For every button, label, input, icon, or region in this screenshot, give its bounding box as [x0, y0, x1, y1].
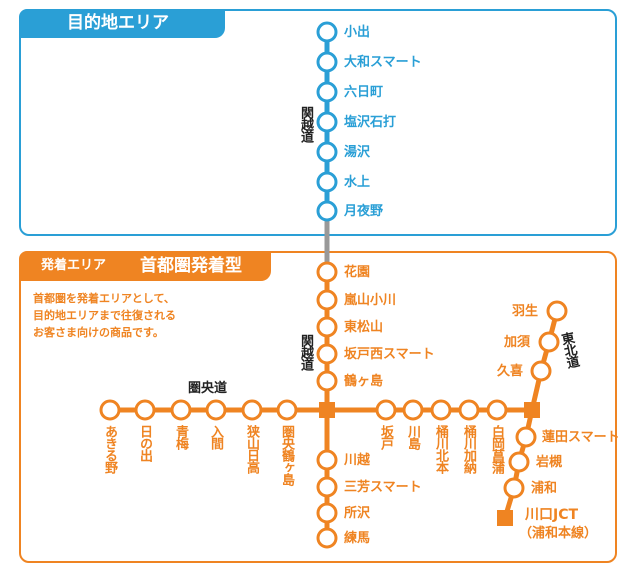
origin-area-tab: 発着エリア 首都圏発着型 [19, 251, 271, 281]
station-label: 浦和 [531, 481, 558, 496]
station-label: 狭山日高 [244, 425, 259, 473]
jct-label: 川口JCT [525, 507, 579, 523]
station-label: 所沢 [344, 506, 371, 521]
route-label-kanetsu: 関越道 [298, 106, 313, 142]
station-label: 加須 [504, 335, 531, 350]
station-node [241, 399, 263, 421]
station-node [170, 399, 192, 421]
station-node [515, 426, 537, 448]
station-label: 川越 [344, 453, 371, 468]
station-node [316, 502, 338, 524]
station-node [316, 171, 338, 193]
station-label: 月夜野 [344, 204, 384, 219]
station-node [458, 399, 480, 421]
station-node [316, 527, 338, 549]
station-node [402, 399, 424, 421]
station-label: 東松山 [344, 320, 384, 335]
station-label: 鶴ヶ島 [344, 374, 384, 389]
station-node [316, 476, 338, 498]
origin-type-title: 首都圏発着型 [140, 256, 242, 276]
station-label: 日の出 [137, 425, 152, 461]
origin-area-label: 発着エリア [41, 258, 107, 273]
station-node [134, 399, 156, 421]
station-node [316, 261, 338, 283]
station-node [316, 111, 338, 133]
station-label: 川島 [405, 425, 420, 449]
station-node [316, 21, 338, 43]
origin-description: 首都圏を発着エリアとして、 目的地エリアまで往復される お客さま向けの商品です。 [33, 290, 176, 341]
station-label: 六日町 [344, 85, 384, 100]
desc-line: お客さま向けの商品です。 [33, 326, 164, 339]
station-label: 桶川加納 [461, 425, 476, 473]
station-node [486, 399, 508, 421]
station-node [430, 399, 452, 421]
station-node [316, 141, 338, 163]
station-label: 練馬 [344, 531, 371, 546]
station-label: 嵐山小川 [344, 293, 397, 308]
station-node [316, 200, 338, 222]
station-node [375, 399, 397, 421]
station-label: あきる野 [102, 425, 117, 473]
station-node [276, 399, 298, 421]
station-label: 白岡菖蒲 [489, 425, 504, 473]
junction-square [524, 402, 540, 418]
station-label: 蓮田スマート [542, 430, 620, 445]
station-node [503, 477, 525, 499]
station-node [316, 370, 338, 392]
destination-area-title: 目的地エリア [19, 9, 225, 38]
route-label-kanetsu: 関越道 [298, 334, 313, 370]
station-label: 桶川北本 [433, 425, 448, 473]
station-node [316, 51, 338, 73]
station-label: 小出 [344, 25, 371, 40]
station-label: 久喜 [497, 364, 524, 379]
station-node [316, 343, 338, 365]
destination-area-box [19, 9, 617, 236]
station-label: 塩沢石打 [344, 115, 397, 130]
origin-area-box [19, 251, 617, 563]
station-label: 湯沢 [344, 145, 371, 160]
station-label: 圏央鶴ヶ島 [279, 425, 294, 485]
station-node [316, 316, 338, 338]
station-node [99, 399, 121, 421]
route-label-kenodo: 圏央道 [188, 381, 228, 396]
station-node [205, 399, 227, 421]
station-label: 大和スマート [344, 55, 422, 70]
desc-line: 首都圏を発着エリアとして、 [33, 292, 175, 305]
station-label: 入間 [208, 425, 223, 449]
station-node [508, 451, 530, 473]
station-node [530, 360, 552, 382]
station-label: 坂戸西スマート [344, 347, 435, 362]
jct-sublabel: （浦和本線） [519, 526, 598, 541]
station-node [316, 81, 338, 103]
desc-line: 目的地エリアまで往復される [33, 309, 176, 322]
station-label: 青梅 [173, 425, 188, 449]
station-label: 水上 [344, 175, 371, 190]
station-label: 花園 [344, 265, 371, 280]
station-node [538, 331, 560, 353]
station-node [316, 449, 338, 471]
station-label: 三芳スマート [344, 480, 422, 495]
station-label: 坂戸 [378, 425, 393, 449]
station-node [316, 289, 338, 311]
junction-square [319, 402, 335, 418]
station-label: 羽生 [512, 304, 539, 319]
station-node [546, 300, 568, 322]
jct-square [497, 510, 513, 526]
station-label: 岩槻 [536, 455, 563, 470]
